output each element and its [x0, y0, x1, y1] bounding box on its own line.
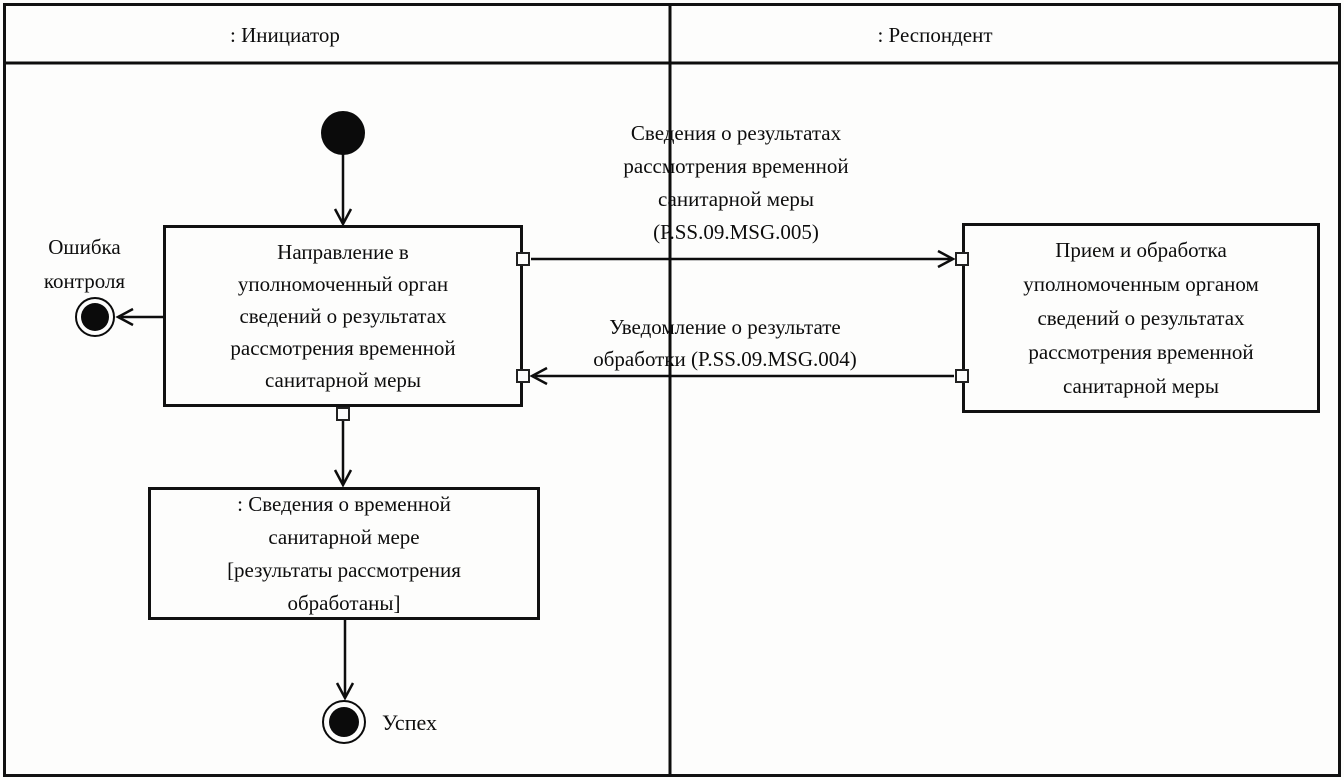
lane-initiator-label: : Инициатор [230, 23, 340, 47]
initial-node [321, 111, 365, 155]
activity-receive-and-process: Прием и обработка уполномоченным органом… [962, 223, 1320, 413]
lane-header-initiator: : Инициатор [140, 20, 430, 50]
final-node-success-dot [329, 707, 359, 737]
final-node-error-dot [81, 303, 109, 331]
lane-header-respondent: : Респондент [790, 20, 1080, 50]
lane-respondent-label: : Респондент [877, 23, 993, 47]
final-node-error [75, 297, 115, 337]
message-label-msg005: Сведения о результатах рассмотрения врем… [623, 121, 849, 244]
error-final-label: Ошибка контроля [43, 235, 126, 293]
pin-send-output-top [516, 252, 530, 266]
message-label-msg004: Уведомление о результате обработки (P.SS… [593, 315, 857, 371]
object-temporary-sanitary-measure: : Сведения о временной санитарной мере [… [148, 487, 540, 620]
pin-send-input-bottom [516, 369, 530, 383]
edge-start-to-send [333, 154, 353, 227]
edge-send-to-error [115, 307, 163, 327]
edge-message-005 [531, 249, 956, 269]
pin-receive-input-top [955, 252, 969, 266]
pin-send-output-bottom [336, 407, 350, 421]
edge-object-to-success [335, 620, 355, 701]
final-node-success [322, 700, 366, 744]
success-final-label: Успех [382, 710, 437, 735]
edge-message-004 [529, 366, 954, 386]
pin-receive-output [955, 369, 969, 383]
edge-send-to-object [333, 421, 353, 488]
activity-send-to-authority: Направление в уполномоченный орган сведе… [163, 225, 523, 407]
diagram-frame [3, 3, 1341, 777]
